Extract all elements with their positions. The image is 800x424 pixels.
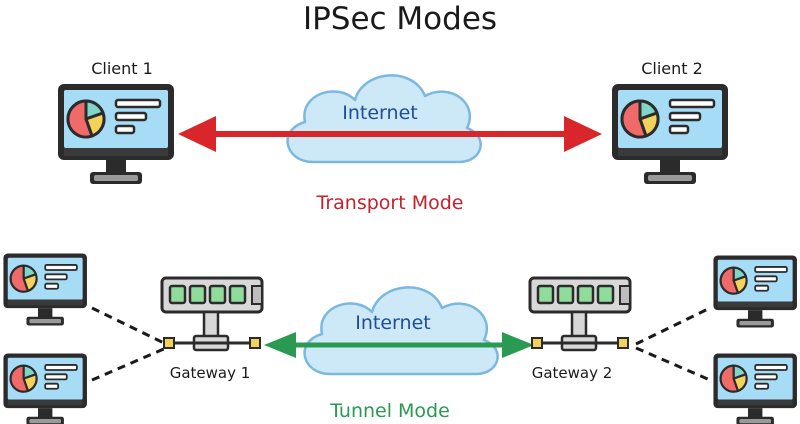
gateway-2-label: Gateway 2 [531, 364, 613, 382]
left-bottom-host-monitor-icon [2, 352, 89, 424]
client-2-monitor-icon [610, 82, 730, 186]
right-bottom-host-monitor-icon [712, 352, 799, 424]
client-2-label: Client 2 [641, 59, 703, 78]
transport-arrow [178, 116, 602, 152]
gateway-1-router-icon [160, 276, 264, 352]
client-1-monitor-icon [56, 82, 176, 186]
transport-mode-label: Transport Mode [316, 192, 464, 214]
left-top-host-monitor-icon [2, 252, 89, 327]
gateway-1-label: Gateway 1 [169, 364, 251, 382]
tunnel-mode-label: Tunnel Mode [330, 400, 450, 422]
diagram-title: IPSec Modes [302, 1, 498, 37]
right-top-host-monitor-icon [712, 254, 799, 329]
client-1-label: Client 1 [91, 59, 153, 78]
internet-label-transport: Internet [342, 102, 418, 124]
internet-label-tunnel: Internet [355, 312, 431, 334]
gateway-2-router-icon [528, 276, 632, 352]
tunnel-arrow [264, 332, 534, 358]
